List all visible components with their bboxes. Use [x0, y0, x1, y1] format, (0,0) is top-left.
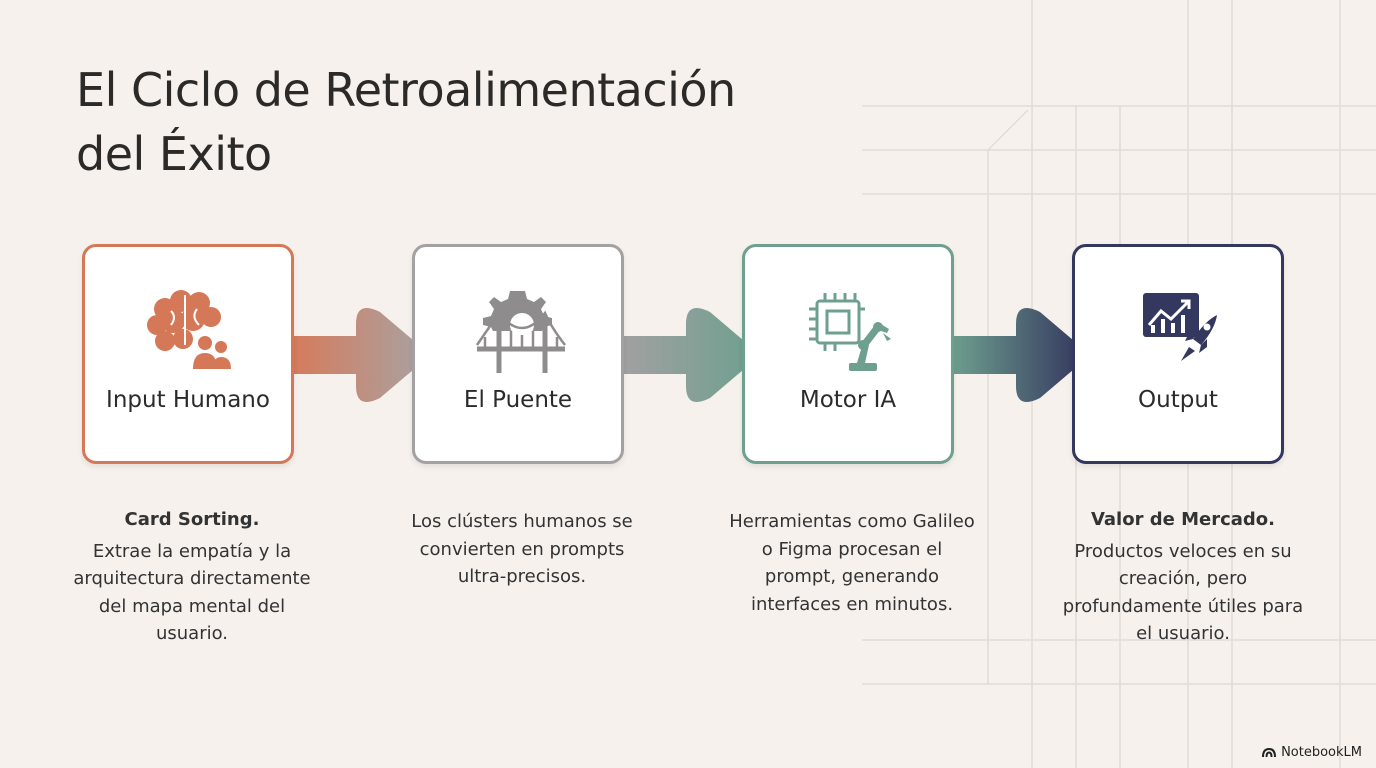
step-description-1: Card Sorting. Extrae la empatía y la arq… [67, 506, 317, 648]
step-label: Output [1138, 387, 1218, 413]
step-label: Motor IA [799, 387, 897, 413]
step-card-output: Output [1072, 244, 1284, 464]
step-text: Herramientas como Galileo o Figma proces… [729, 511, 975, 615]
step-description-4: Valor de Mercado. Productos veloces en s… [1058, 506, 1308, 648]
page-title: El Ciclo de Retroalimentación del Éxito [76, 58, 876, 186]
gear-bridge-icon [475, 291, 566, 373]
step-text: Productos veloces en su creación, pero p… [1062, 540, 1304, 645]
step-label: El Puente [463, 387, 573, 413]
notebooklm-logo-icon [1262, 747, 1277, 758]
arrow-1-icon [290, 308, 424, 402]
step-heading: Valor de Mercado. [1090, 509, 1276, 530]
step-text: Los clústers humanos se convierten en pr… [411, 511, 633, 587]
step-description-3: Herramientas como Galileo o Figma proces… [727, 508, 977, 618]
title-line-1: El Ciclo de Retroalimentación [76, 63, 736, 117]
arrow-3-icon [950, 308, 1084, 402]
chart-rocket-icon [1143, 293, 1217, 361]
step-card-el-puente: El Puente [412, 244, 624, 464]
brain-people-icon [147, 290, 231, 369]
step-text: Extrae la empatía y la arquitectura dire… [73, 540, 311, 645]
step-card-input-humano: Input Humano [82, 244, 294, 464]
brand-label: NotebookLM [1281, 745, 1362, 760]
chip-robot-arm-icon [809, 293, 891, 371]
arrow-2-icon [620, 308, 754, 402]
step-heading: Card Sorting. [124, 509, 260, 530]
step-label: Input Humano [106, 387, 270, 413]
step-card-motor-ia: Motor IA [742, 244, 954, 464]
step-description-2: Los clústers humanos se convierten en pr… [397, 508, 647, 591]
notebooklm-brand: NotebookLM [1262, 745, 1362, 760]
title-line-2: del Éxito [76, 127, 272, 181]
